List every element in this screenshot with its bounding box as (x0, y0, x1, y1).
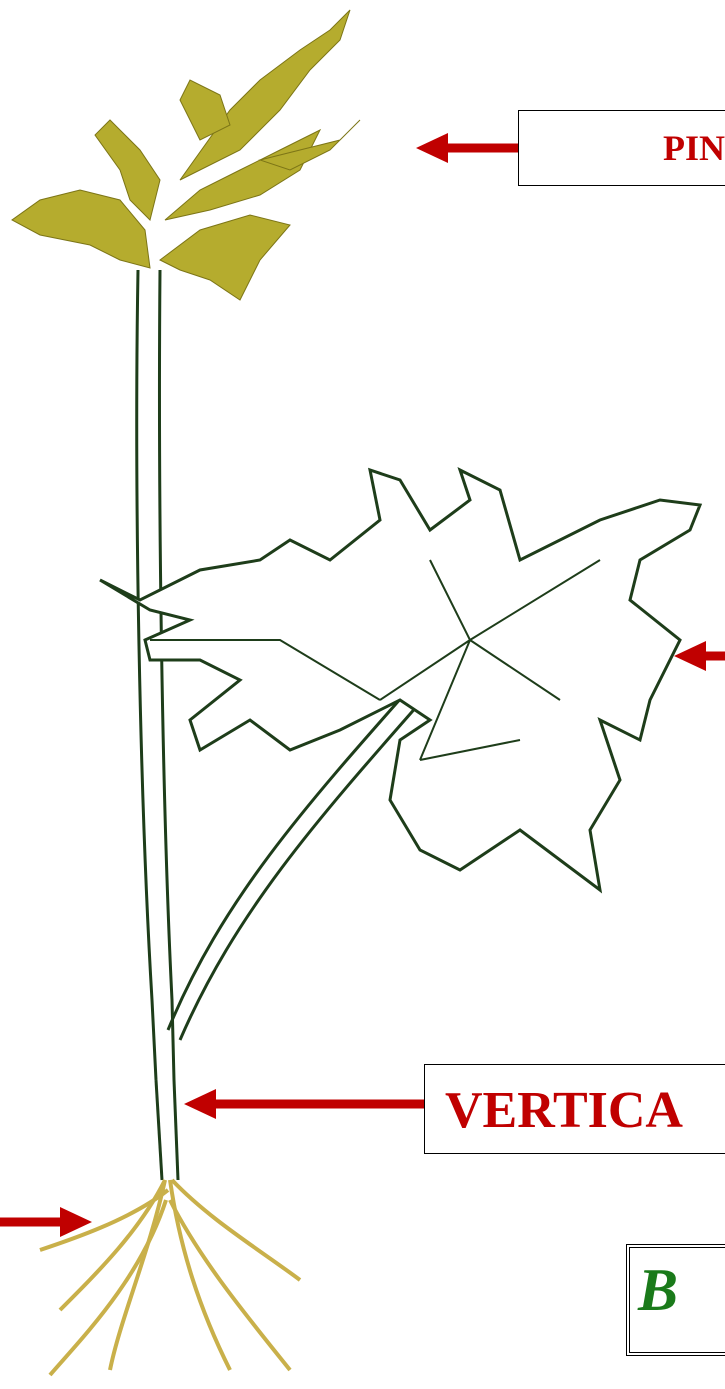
vertical-label-text: VERTICA (445, 1082, 683, 1139)
leafy-frond (100, 470, 700, 890)
roots (40, 1180, 300, 1375)
fertile-pinnae (12, 10, 360, 300)
pinnae-label-text: PIN (663, 128, 725, 168)
arrow-left-icon (674, 641, 725, 671)
main-stem (137, 270, 178, 1180)
pinnae-label: PIN (518, 110, 725, 186)
arrow-left-icon (184, 1089, 424, 1119)
vertical-label: VERTICA (424, 1064, 725, 1154)
title-box: B (626, 1244, 725, 1356)
arrow-right-icon (0, 1207, 92, 1237)
title-initial: B (638, 1257, 678, 1323)
arrow-left-icon (416, 133, 518, 163)
